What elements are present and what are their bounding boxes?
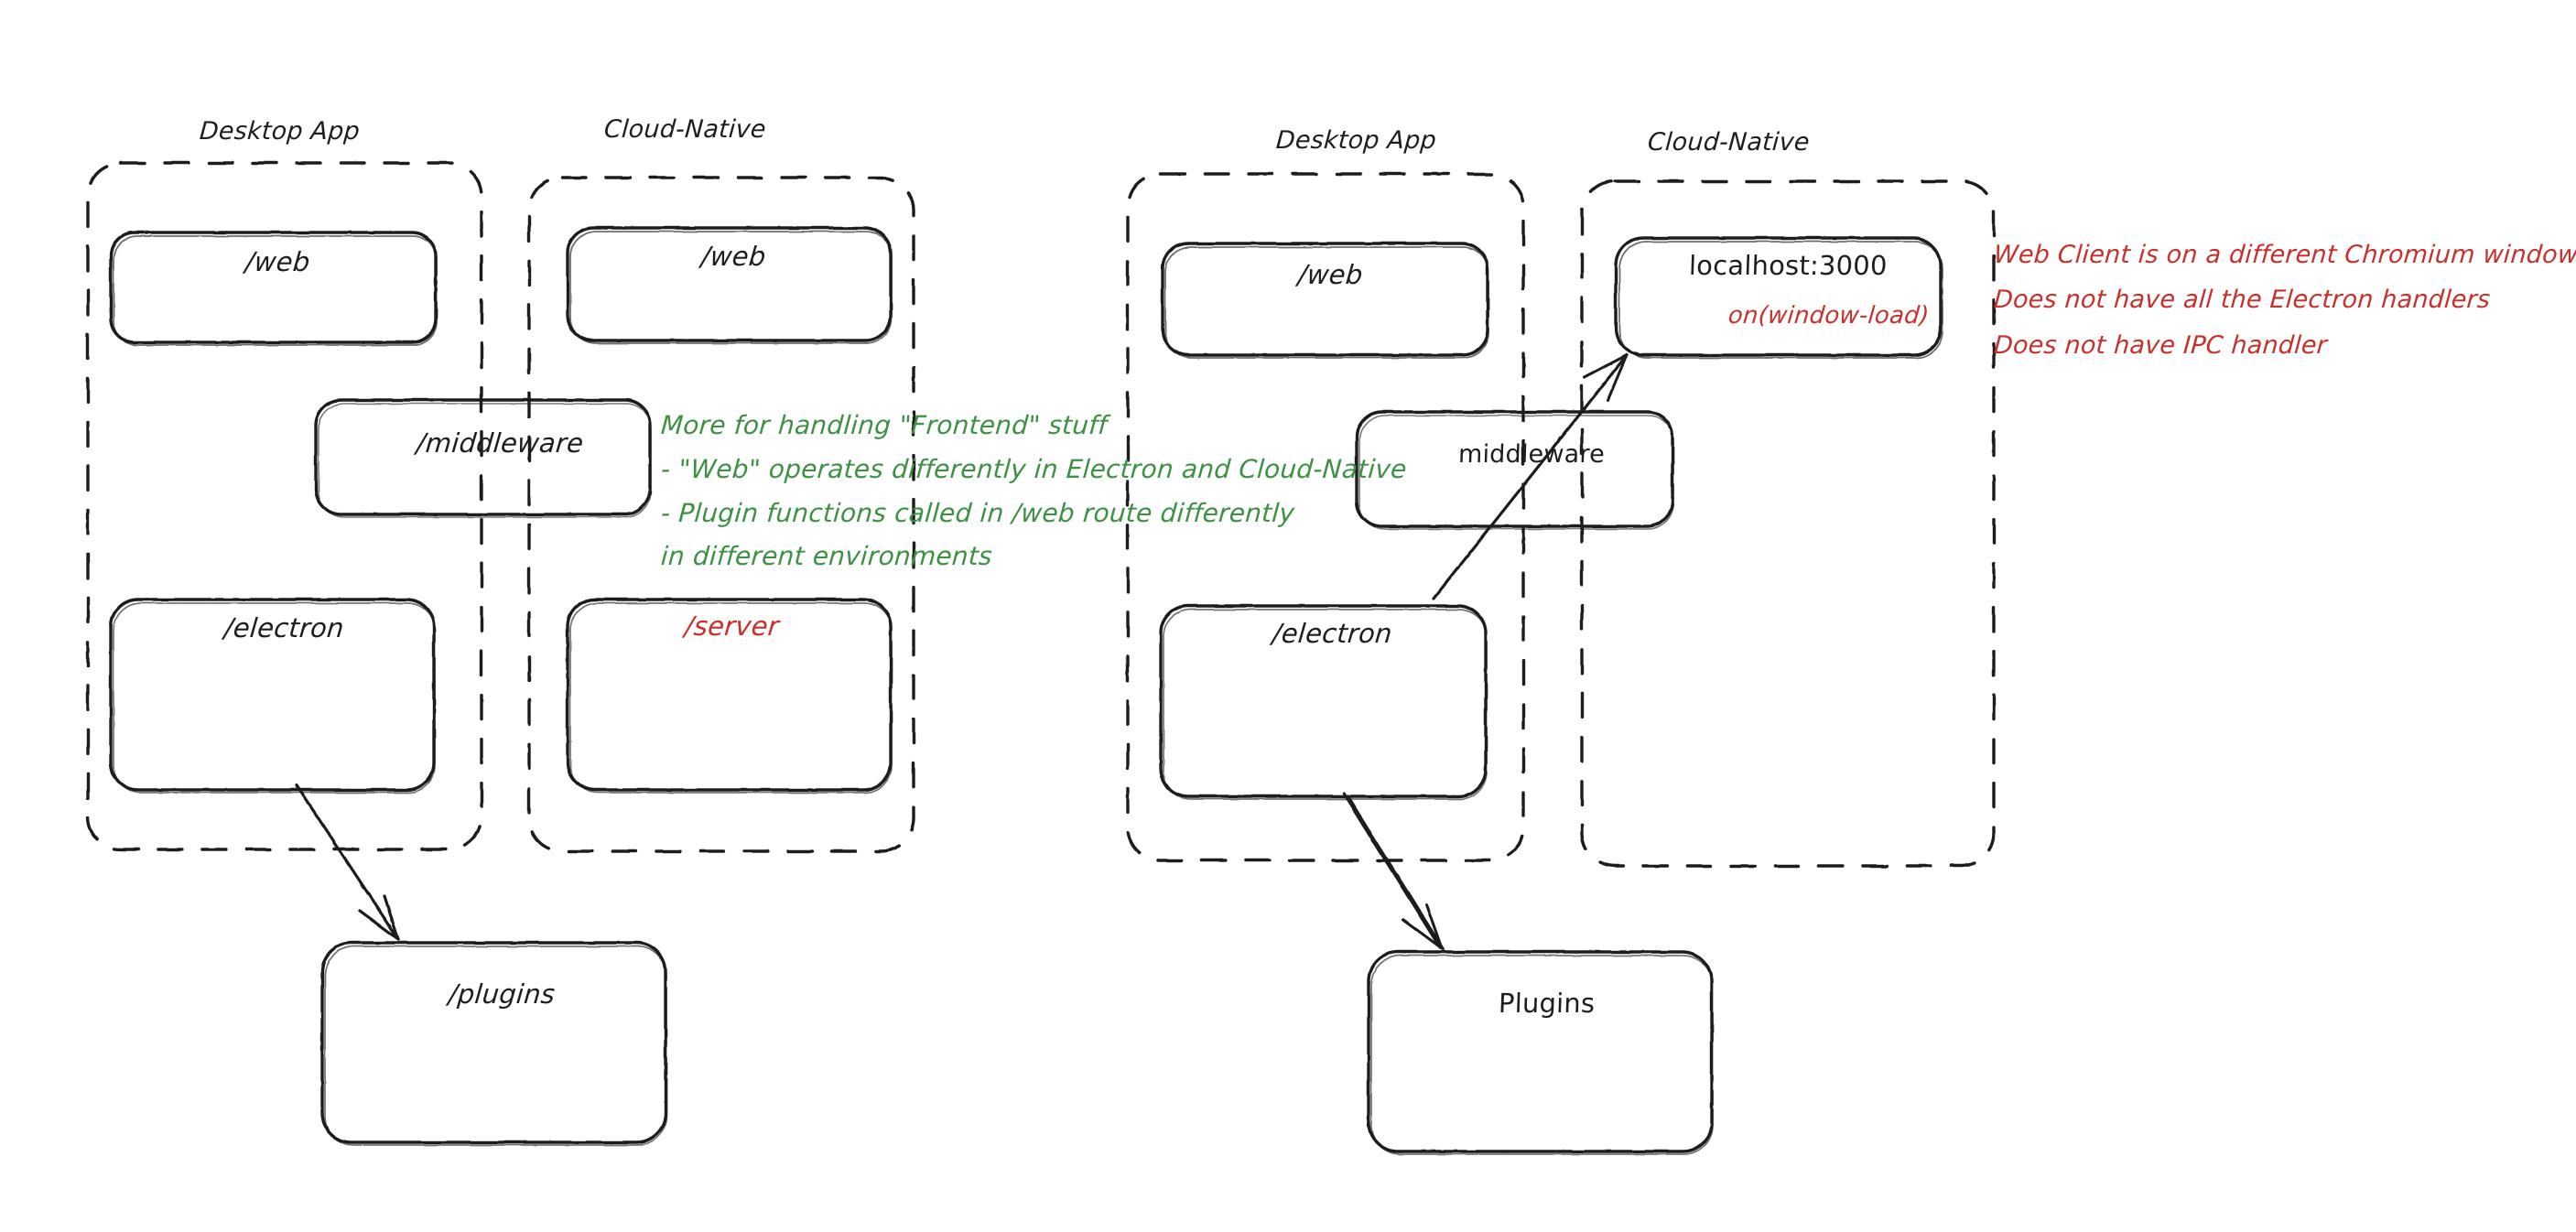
left-node-label-server: /server [683, 611, 781, 642]
left-node-server-shape [566, 598, 893, 794]
left-group-title-desktop-app: Desktop App [198, 117, 361, 146]
right-arrow-electron-to-localhost [1432, 353, 1629, 600]
right-node-electron-shape [1159, 604, 1488, 800]
right-node-label-localhost: localhost:3000 [1688, 250, 1889, 281]
right-group-title-cloud-native: Cloud-Native [1646, 128, 1811, 157]
left-node-label-electron: /electron [222, 612, 346, 643]
red-note-line-3: Does not have IPC handler [1992, 330, 2329, 360]
green-note-line-4: in different environments [659, 541, 993, 572]
left-group-cloud-native-boundary [527, 176, 915, 853]
green-note-line-1: More for handling "Frontend" stuff [659, 410, 1109, 440]
left-node-label-plugins: /plugins [447, 978, 557, 1010]
green-note-line-2: - "Web" operates differently in Electron… [659, 453, 1408, 484]
right-node-label-middleware: middleware [1457, 440, 1606, 469]
green-note-line-3: - Plugin functions called in /web route … [659, 497, 1296, 528]
left-node-middleware-shape [314, 398, 652, 518]
green-note-block: More for handling "Frontend" stuff - "We… [659, 408, 1408, 574]
right-group-title-desktop-app: Desktop App [1274, 126, 1437, 155]
left-group-title-cloud-native: Cloud-Native [602, 115, 767, 144]
left-node-label-web-desktop: /web [244, 246, 312, 277]
red-note-line-1: Web Client is on a different Chromium wi… [1992, 241, 2576, 269]
right-node-web-shape [1161, 242, 1489, 359]
left-node-label-middleware: /middleware [415, 427, 585, 459]
left-node-web-cloud-shape [566, 226, 893, 344]
right-node-sublabel-on-window-load: on(window-load) [1726, 302, 1931, 330]
left-node-web-desktop-shape [109, 231, 438, 346]
left-node-electron-shape [109, 598, 436, 794]
left-arrow-electron-to-plugins [295, 784, 400, 941]
right-node-localhost-shape [1614, 236, 1943, 359]
right-arrow-electron-to-plugins [1342, 792, 1445, 951]
right-node-plugins-shape [1367, 950, 1714, 1155]
right-group-cloud-native-boundary [1580, 179, 1996, 868]
red-note-line-2: Does not have all the Electron handlers [1992, 286, 2492, 315]
right-node-label-plugins: Plugins [1498, 988, 1596, 1019]
right-node-middleware-shape [1355, 410, 1674, 530]
left-node-plugins-shape [320, 941, 667, 1146]
right-node-label-electron: /electron [1271, 618, 1394, 649]
left-node-label-web-cloud: /web [699, 241, 768, 272]
right-node-label-web: /web [1296, 259, 1365, 290]
red-note-block: Web Client is on a different Chromium wi… [1992, 238, 2576, 363]
